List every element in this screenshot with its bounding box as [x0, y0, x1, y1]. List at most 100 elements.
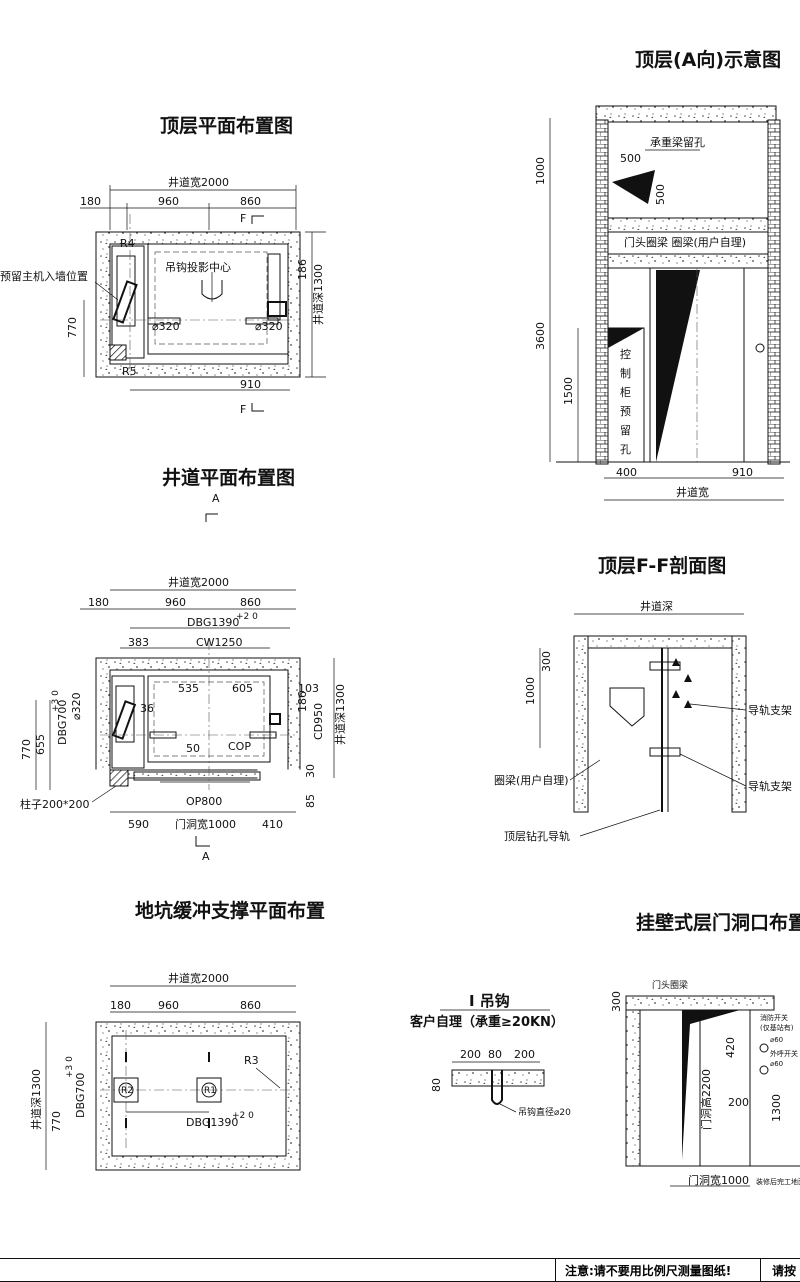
- ff-d300: 300: [540, 651, 553, 672]
- wd-d60b: ⌀60: [770, 1060, 783, 1068]
- top-dia1: ⌀320: [152, 320, 180, 333]
- top-d186: 186: [296, 259, 309, 280]
- hook-dia: 吊钩直径⌀20: [518, 1106, 571, 1118]
- shaft-d770: 770: [20, 739, 33, 760]
- a-d500a: 500: [620, 152, 641, 165]
- hook-d200a: 200: [460, 1048, 481, 1061]
- ff-drill: 顶层钻孔导轨: [504, 829, 570, 843]
- shaft-d605: 605: [232, 682, 253, 695]
- a-lintel: 门头圈梁 圈梁(用户自理): [624, 235, 746, 249]
- pit-r2: R2: [121, 1086, 133, 1096]
- top-hook-center: 吊钩投影中心: [165, 260, 231, 274]
- top-r4: R4: [120, 237, 135, 250]
- shaft-dbg700: DBG700: [56, 700, 69, 745]
- wd-d1300: 1300: [770, 1094, 783, 1122]
- shaft-dia: ⌀320: [70, 692, 83, 720]
- pit-d860: 860: [240, 999, 261, 1012]
- a-d1000: 1000: [534, 157, 547, 185]
- wd-fire-sub: (仅基站有): [760, 1023, 794, 1032]
- shaft-d860: 860: [240, 596, 261, 609]
- hook-d80a: 80: [488, 1048, 502, 1061]
- shaft-d180: 180: [88, 596, 109, 609]
- pit-d770: 770: [50, 1111, 63, 1132]
- a-control-2: 柜: [620, 386, 631, 399]
- wd-height: 门洞高2200: [699, 1069, 713, 1130]
- ff-d1000: 1000: [524, 677, 537, 705]
- wd-d60a: ⌀60: [770, 1036, 783, 1044]
- top-d960: 960: [158, 195, 179, 208]
- top-d910: 910: [240, 378, 261, 391]
- top-d770: 770: [66, 317, 79, 338]
- a-d3600: 3600: [534, 322, 547, 350]
- ff-rail1: 导轨支架: [748, 703, 792, 717]
- shaft-cd: CD950: [312, 703, 325, 740]
- a-control-3: 预: [620, 405, 631, 418]
- pit-dbg700-tol: +3 0: [65, 1056, 75, 1078]
- ff-rail2: 导轨支架: [748, 779, 792, 793]
- shaft-d85: 85: [304, 794, 317, 808]
- a-control-1: 制: [620, 367, 631, 380]
- wd-d420: 420: [724, 1037, 737, 1058]
- shaft-plan-drawing: A 井道宽2000 180 960 860 DBG1390 +2 0 383 C…: [20, 492, 347, 863]
- shaft-d960: 960: [165, 596, 186, 609]
- hook-sub: 客户自理（承重≥20KN）: [410, 1014, 564, 1030]
- a-d400: 400: [616, 466, 637, 479]
- a-control-0: 控: [620, 347, 631, 361]
- title-wall-door: 挂壁式层门洞口布置图: [636, 911, 800, 934]
- shaft-d383: 383: [128, 636, 149, 649]
- top-r5: R5: [122, 365, 137, 378]
- shaft-d590: 590: [128, 818, 149, 831]
- top-shaft-width: 井道宽2000: [168, 175, 229, 189]
- shaft-a-bot: A: [202, 850, 210, 863]
- a-d500b: 500: [654, 184, 667, 205]
- pit-plan-drawing: 井道宽2000 180 960 860 R2 R1 R3 DBG700 +3 0…: [29, 971, 301, 1171]
- pit-dbg: DBG1390: [186, 1116, 238, 1129]
- ff-ring-beam: 圈梁(用户自理): [494, 773, 569, 787]
- top-f-bot: F: [240, 403, 246, 416]
- shaft-pillar: 柱子200*200: [20, 797, 90, 811]
- hook-d200b: 200: [514, 1048, 535, 1061]
- title-top-a: 顶层(A向)示意图: [635, 48, 781, 71]
- pit-dbg-tol: +2 0: [232, 1111, 254, 1121]
- pit-d180: 180: [110, 999, 131, 1012]
- shaft-d50: 50: [186, 742, 200, 755]
- shaft-dbg: DBG1390: [187, 616, 239, 629]
- title-shaft-plan: 井道平面布置图: [162, 466, 295, 489]
- pit-r1: R1: [204, 1086, 216, 1096]
- wd-d300: 300: [610, 991, 623, 1012]
- a-shaft-width: 井道宽: [676, 485, 709, 499]
- footer-divider-2: [760, 1259, 761, 1281]
- wd-d200: 200: [728, 1096, 749, 1109]
- shaft-cw: CW1250: [196, 636, 243, 649]
- top-machine-hole: 预留主机入墙位置: [0, 269, 88, 283]
- a-d910: 910: [732, 466, 753, 479]
- shaft-d186: 186: [296, 691, 309, 712]
- wd-floor: 装修后完工地面: [756, 1177, 800, 1186]
- top-ff-drawing: 井道深 300 1000 导轨支架 导轨支架 圈梁(用户自理) 顶层钻孔导轨: [494, 599, 792, 843]
- top-a-drawing: 承重梁留孔 500 500 1000 门头圈梁 圈梁(用户自理) 3600 15…: [534, 105, 790, 501]
- title-top-ff: 顶层F-F剖面图: [598, 554, 726, 577]
- wd-width: 门洞宽1000: [688, 1173, 749, 1187]
- footer-note-2: 请按: [772, 1264, 797, 1278]
- shaft-cop: COP: [228, 740, 251, 753]
- shaft-dbg700-tol: +3 0: [51, 690, 61, 712]
- shaft-d36: 36: [140, 702, 154, 715]
- pit-d960: 960: [158, 999, 179, 1012]
- wall-door-drawing: 门头圈梁 300 消防开关 (仅基站有) ⌀60 外呼开关 ⌀60 420 门洞…: [610, 979, 800, 1187]
- shaft-door-width: 门洞宽1000: [175, 817, 236, 831]
- shaft-dbg-tol: +2 0: [236, 612, 258, 622]
- pit-shaft-width: 井道宽2000: [168, 971, 229, 985]
- hook-title: I 吊钩: [469, 992, 510, 1010]
- footer-bar: 注意:请不要用比例尺测量图纸! 请按: [0, 1258, 800, 1282]
- shaft-op: OP800: [186, 795, 222, 808]
- top-f-top: F: [240, 212, 246, 225]
- pit-dbg700: DBG700: [74, 1073, 87, 1118]
- a-control-5: 孔: [620, 443, 631, 456]
- a-control-4: 留: [620, 424, 631, 437]
- shaft-d30: 30: [304, 764, 317, 778]
- shaft-d655: 655: [34, 734, 47, 755]
- shaft-depth: 井道深1300: [333, 684, 347, 745]
- title-pit-plan: 地坑缓冲支撑平面布置: [135, 899, 325, 922]
- shaft-width: 井道宽2000: [168, 575, 229, 589]
- title-top-plan: 顶层平面布置图: [160, 114, 293, 137]
